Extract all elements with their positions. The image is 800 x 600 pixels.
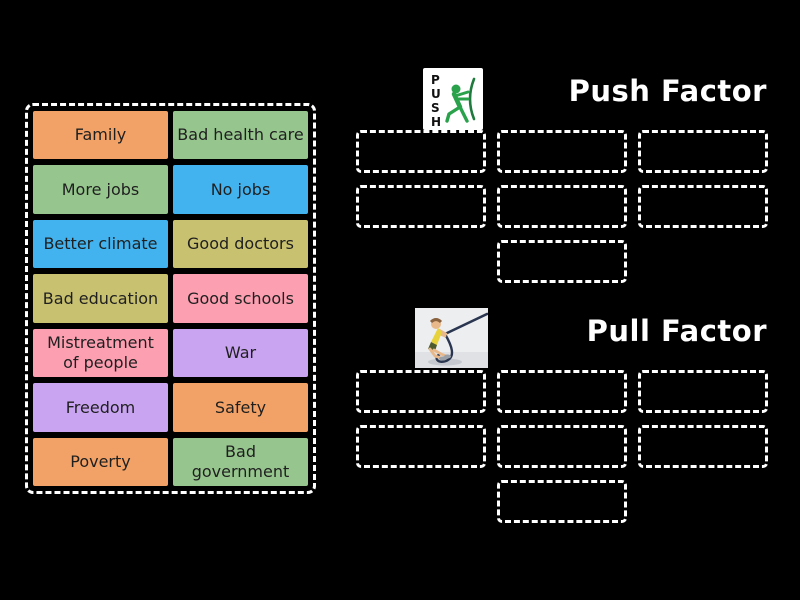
word-tile-panel: Family Bad health care More jobs No jobs… xyxy=(25,103,316,494)
push-factor-group: P U S H Push Factor xyxy=(350,60,775,295)
word-tile[interactable]: No jobs xyxy=(173,165,308,214)
svg-text:H: H xyxy=(431,115,441,129)
svg-text:S: S xyxy=(431,101,440,115)
drop-slot[interactable] xyxy=(356,130,486,173)
drop-slot[interactable] xyxy=(497,185,627,228)
drop-slot[interactable] xyxy=(356,425,486,468)
drop-slot[interactable] xyxy=(638,130,768,173)
word-tile[interactable]: Bad education xyxy=(33,274,168,323)
drop-slot[interactable] xyxy=(638,425,768,468)
push-drop-zone xyxy=(356,130,768,283)
pull-factor-title: Pull Factor xyxy=(586,314,767,348)
word-tile[interactable]: Safety xyxy=(173,383,308,432)
word-tile[interactable]: Poverty xyxy=(33,437,168,486)
word-tile[interactable]: Freedom xyxy=(33,383,168,432)
drop-slot[interactable] xyxy=(356,185,486,228)
push-factor-title: Push Factor xyxy=(568,74,767,108)
drop-slot[interactable] xyxy=(497,370,627,413)
word-tile-label: Good doctors xyxy=(187,234,294,254)
word-tile-label: Bad health care xyxy=(177,125,304,145)
drop-slot[interactable] xyxy=(497,240,627,283)
word-tile[interactable]: More jobs xyxy=(33,165,168,214)
svg-text:P: P xyxy=(431,73,440,87)
drop-slot[interactable] xyxy=(356,370,486,413)
word-tile-label: Bad government xyxy=(191,442,290,481)
word-tile-label: Good schools xyxy=(187,288,294,308)
word-tile-label: Safety xyxy=(214,397,267,417)
word-tile-label: Better climate xyxy=(43,234,158,254)
word-tile[interactable]: Better climate xyxy=(33,219,168,269)
pull-icon xyxy=(415,308,488,368)
word-tile-label: No jobs xyxy=(210,179,271,199)
word-tile-label: Freedom xyxy=(65,397,136,417)
word-tile[interactable]: Good doctors xyxy=(173,219,308,269)
word-tile-label: More jobs xyxy=(61,179,140,199)
word-tile[interactable]: Good schools xyxy=(173,274,308,323)
word-tile[interactable]: Bad government xyxy=(173,437,308,486)
push-icon: P U S H xyxy=(423,68,483,130)
word-tile[interactable]: Mistreatment of people xyxy=(33,328,168,378)
pull-drop-zone xyxy=(356,370,768,523)
word-tile-label: Family xyxy=(74,125,127,145)
word-tile[interactable]: Bad health care xyxy=(173,111,308,160)
drop-slot[interactable] xyxy=(638,185,768,228)
word-tile-label: War xyxy=(224,343,257,363)
word-tile[interactable]: Family xyxy=(33,111,168,160)
svg-text:U: U xyxy=(431,87,441,101)
pull-factor-group: Pull Factor xyxy=(350,300,775,535)
word-tile[interactable]: War xyxy=(173,328,308,378)
drop-slot[interactable] xyxy=(497,425,627,468)
drop-slot[interactable] xyxy=(497,130,627,173)
word-tile-label: Bad education xyxy=(42,288,159,308)
word-tile-label: Poverty xyxy=(70,452,131,472)
drop-slot[interactable] xyxy=(497,480,627,523)
word-tile-label: Mistreatment of people xyxy=(47,333,154,372)
drop-slot[interactable] xyxy=(638,370,768,413)
